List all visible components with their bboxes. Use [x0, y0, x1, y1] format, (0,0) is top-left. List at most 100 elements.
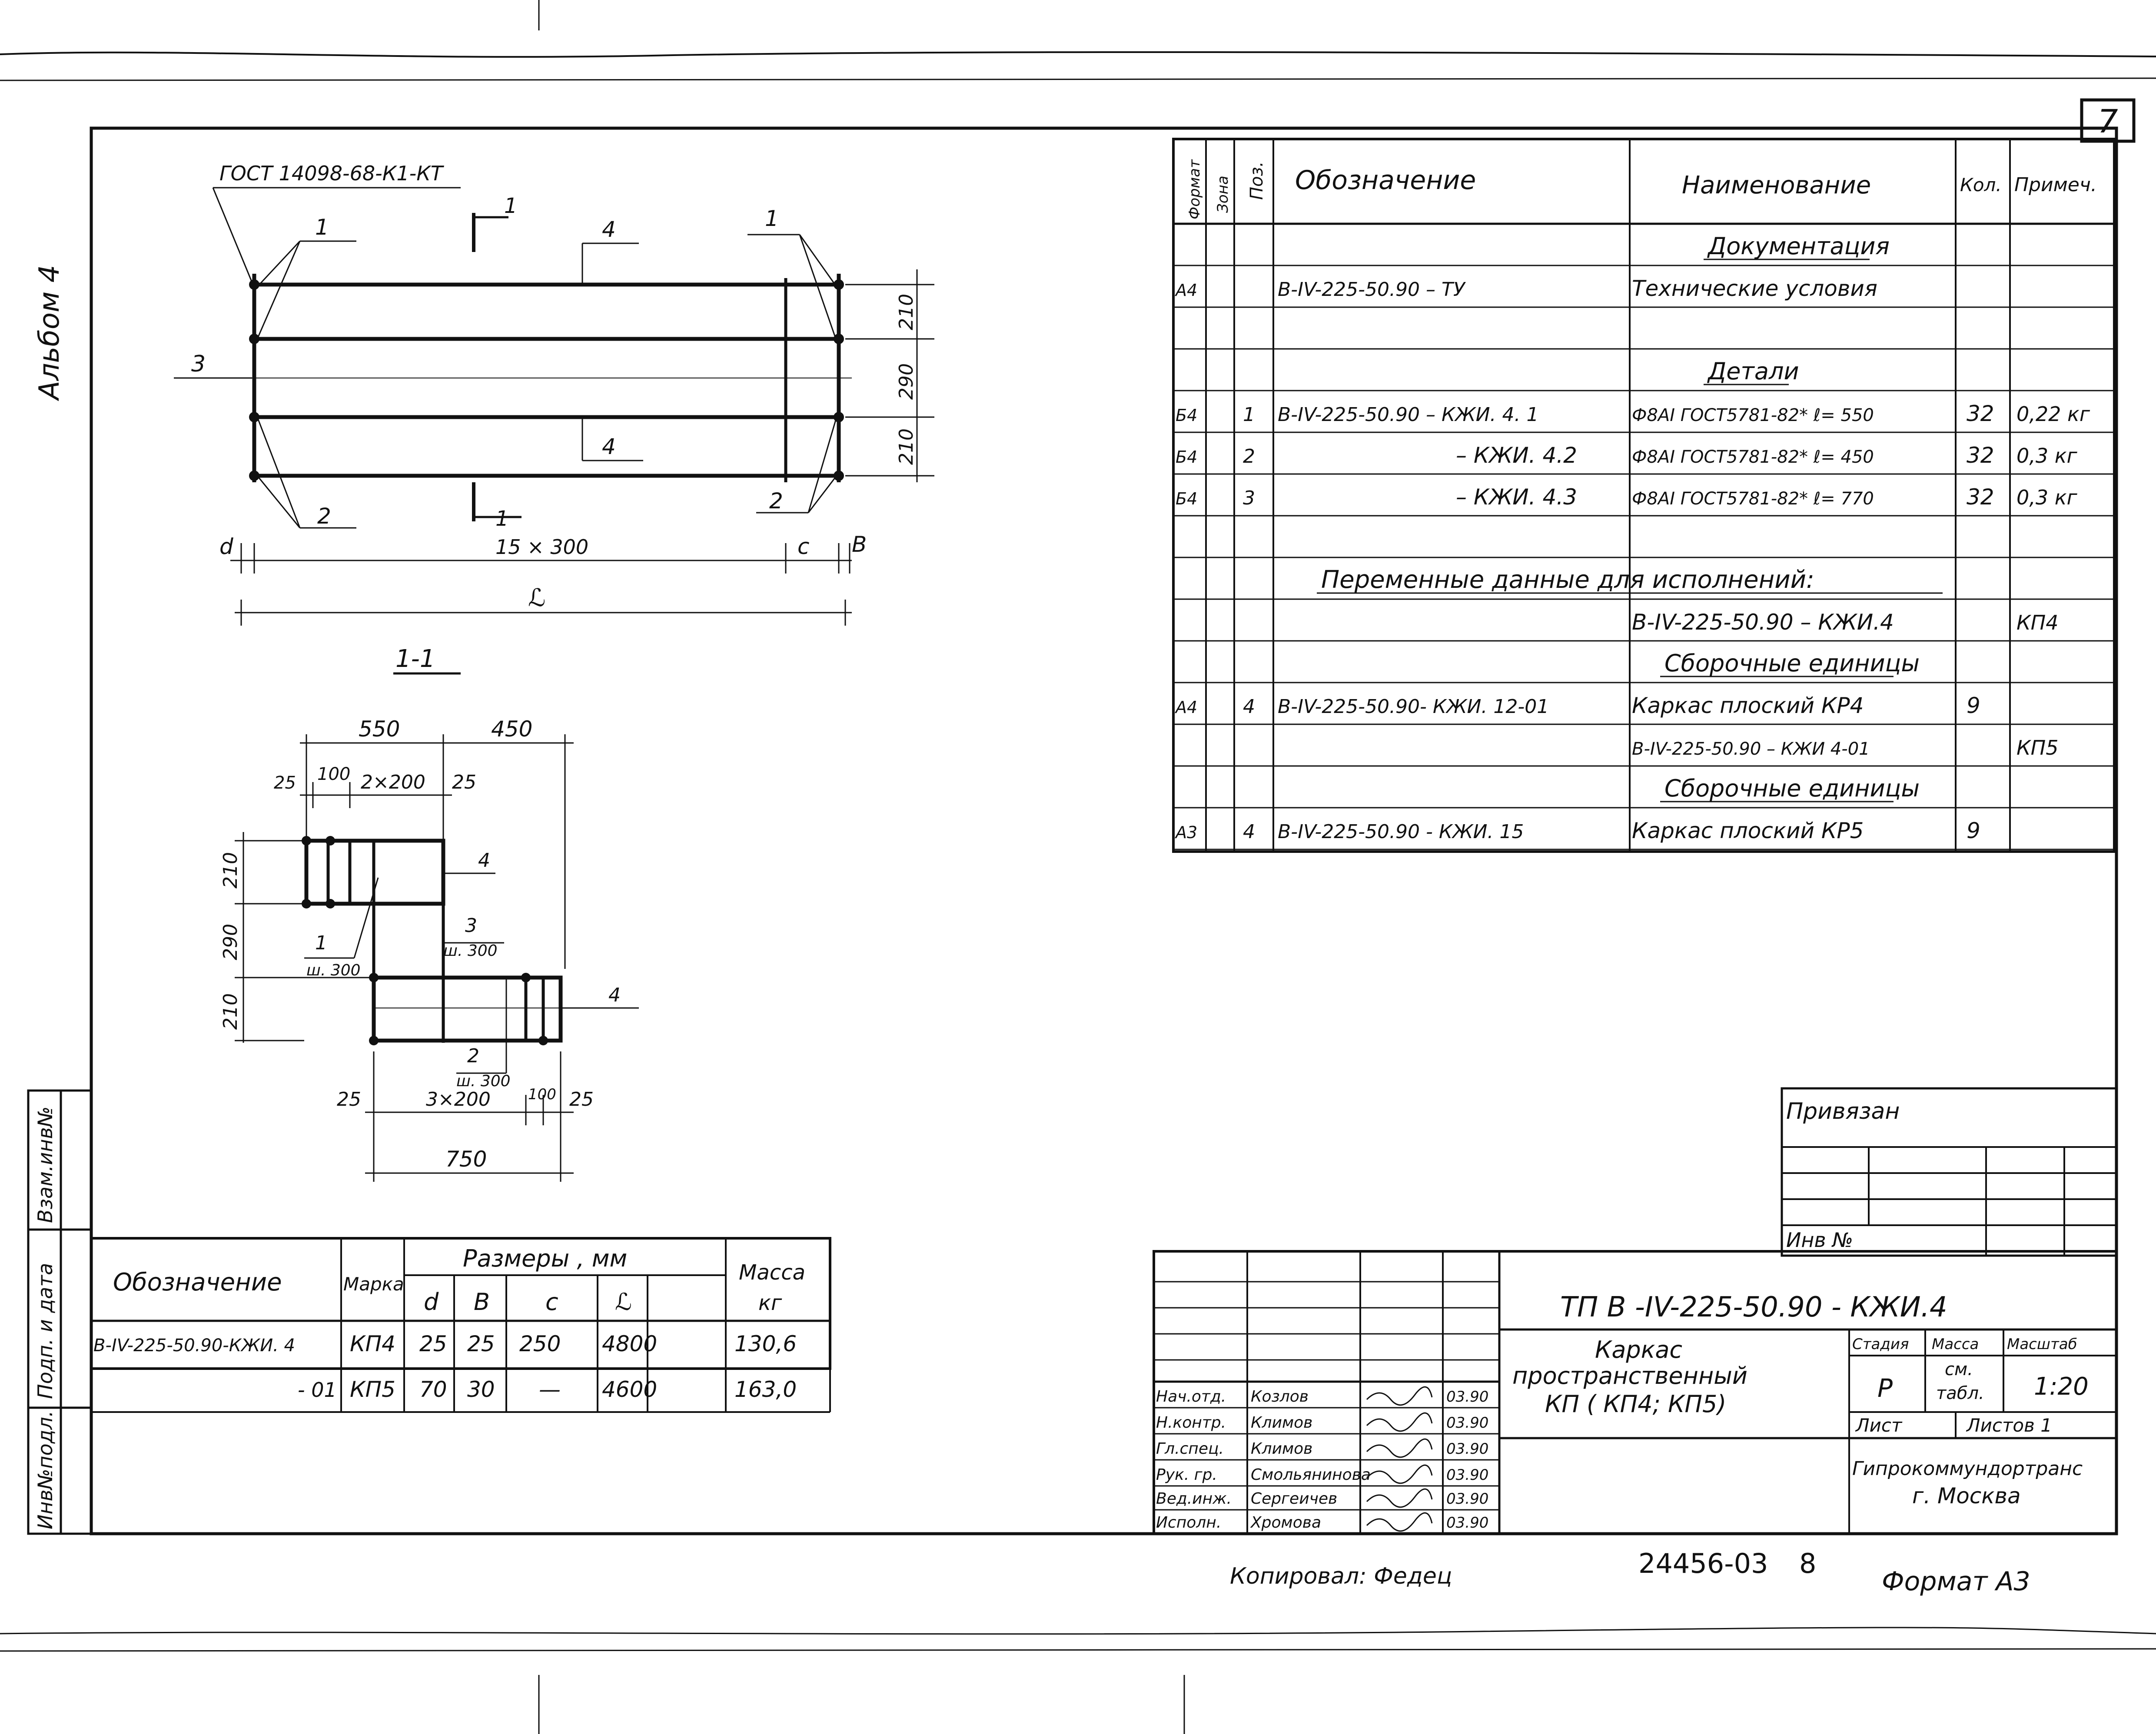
spec-row-qty: 9 [1967, 693, 1980, 718]
size-r2-l: 4600 [602, 1377, 657, 1402]
sect-label-2: 2 [467, 1045, 479, 1067]
tb-person-role: Гл.спец. [1156, 1440, 1224, 1458]
size-r1-l: 4800 [602, 1331, 657, 1356]
footer-copied: Копировал: Федец [1230, 1563, 1452, 1589]
spec-row-pos: 2 [1243, 445, 1255, 467]
stamp-inv-podl: Инв№подл. [33, 1411, 57, 1529]
size-h-des: Обозначение [113, 1268, 282, 1296]
privyazan-inv: Инв № [1786, 1228, 1853, 1252]
tb-massa-label: Масса [1932, 1336, 1979, 1353]
sect-dim-b25a: 25 [337, 1088, 361, 1111]
sect-dim-100: 100 [317, 764, 350, 784]
tb-person-name: Климов [1251, 1414, 1312, 1432]
spec-row-pos: 1 [1243, 404, 1255, 426]
tb-person-date: 03.90 [1446, 1514, 1488, 1532]
tb-person-role: Нач.отд. [1156, 1388, 1226, 1406]
tb-person-role: Н.контр. [1156, 1414, 1226, 1432]
spec-row-name: Технические условия [1632, 276, 1877, 301]
spec-row-note: КП5 [2016, 736, 2059, 759]
spec-h-pos: Поз. [1247, 161, 1267, 200]
tb-massa-1: см. [1945, 1359, 1973, 1379]
section-1-1-drawing: 1-1 550 450 25 100 2×200 25 [219, 645, 639, 1182]
tb-person-name: Смольянинова [1251, 1466, 1371, 1484]
privyazan-title: Привязан [1786, 1098, 1900, 1124]
tb-person-role: Исполн. [1156, 1514, 1221, 1532]
size-r2-d: 70 [419, 1377, 447, 1402]
sect-dim-550: 550 [359, 716, 400, 742]
dim-d: d [219, 534, 233, 559]
spec-row-note: 0,3 кг [2016, 444, 2078, 467]
spec-h-note: Примеч. [2014, 174, 2097, 196]
frame [90, 126, 2118, 1535]
spec-row-format: Б4 [1176, 448, 1197, 467]
spec-h-format: Формат [1186, 159, 1203, 219]
spec-row-heading: Детали [1707, 358, 1799, 385]
spec-row-name: Каркас плоский КР5 [1632, 818, 1864, 843]
footer-sheet-no: 8 [1799, 1548, 1816, 1579]
dim-total-l: ℒ [528, 584, 545, 612]
footer: Копировал: Федец 24456-03 8 Формат А3 [1230, 1548, 2030, 1597]
page-number: 7 [2097, 103, 2118, 140]
spec-row-name: Ф8АI ГОСТ5781-82* ℓ= 770 [1632, 489, 1874, 509]
spec-row-pos: 4 [1243, 696, 1255, 718]
tb-person-date: 03.90 [1446, 1388, 1488, 1406]
tb-person-date: 03.90 [1446, 1490, 1488, 1508]
stamp-vzam-inv: Взам.инв№ [33, 1107, 57, 1223]
spec-row-qty: 32 [1967, 401, 1994, 426]
dim-right-210-top: 210 [895, 294, 917, 330]
sect-dim-2x200: 2×200 [361, 771, 425, 793]
footer-number: 24456-03 [1638, 1548, 1768, 1579]
tb-person-date: 03.90 [1446, 1440, 1488, 1458]
spec-row-note: 0,3 кг [2016, 486, 2078, 509]
size-sub-l: ℒ [615, 1288, 632, 1316]
tb-name-2: пространственный [1512, 1362, 1747, 1389]
tb-masshtab-label: Масштаб [2007, 1336, 2077, 1353]
size-h-mass-unit: кг [758, 1291, 782, 1315]
spec-row-section-heading: Переменные данные для исполнений: [1321, 566, 1814, 594]
tb-person-date: 03.90 [1446, 1414, 1488, 1432]
spec-table: Формат Зона Поз. Обозначение Наименовани… [1172, 138, 2116, 853]
tb-person-name: Сергеичев [1251, 1490, 1337, 1508]
sect-dim-b100: 100 [528, 1086, 556, 1103]
spec-row-designation: В-IV-225-50.90 – КЖИ. 4. 1 [1278, 404, 1538, 426]
size-r2-mass: 163,0 [734, 1377, 797, 1402]
sect-label-4a: 4 [478, 849, 490, 872]
label-bar-2-left: 2 [317, 504, 331, 529]
spec-row-note: 0,22 кг [2016, 402, 2090, 426]
spec-row-qty: 9 [1967, 818, 1980, 843]
spec-h-qty: Кол. [1960, 174, 2002, 196]
gost-note: ГОСТ 14098-68-К1-КТ [219, 162, 445, 185]
tb-stadiya-label: Стадия [1852, 1336, 1909, 1353]
tb-massa-2: табл. [1936, 1383, 1984, 1403]
size-sub-d: d [424, 1288, 439, 1316]
size-r1-b: 25 [467, 1331, 495, 1356]
label-bar-1-right: 1 [765, 206, 779, 231]
sect-dim-450: 450 [491, 716, 532, 742]
sect-label-2-step: ш. 300 [456, 1072, 511, 1090]
size-r2-des: - 01 [298, 1378, 337, 1402]
size-r1-mark: КП4 [350, 1331, 395, 1356]
spec-h-designation: Обозначение [1295, 165, 1476, 196]
spec-row-designation: В-IV-225-50.90 - КЖИ. 15 [1278, 821, 1524, 843]
spec-row-qty: 32 [1967, 484, 1994, 510]
album-label: Альбом 4 [33, 265, 66, 401]
spec-row-format: Б4 [1176, 489, 1197, 508]
cage-plan-drawing: ГОСТ 14098-68-К1-КТ 1 1 2 2 [174, 162, 934, 626]
size-r1-c: 250 [519, 1331, 561, 1356]
spec-row-heading: Сборочные единицы [1664, 650, 1920, 677]
sect-dim-b25b: 25 [569, 1088, 594, 1111]
spec-row-name: Каркас плоский КР4 [1632, 693, 1864, 718]
tb-person-name: Козлов [1251, 1388, 1309, 1406]
tb-masshtab: 1:20 [2034, 1373, 2089, 1401]
sect-label-4b: 4 [608, 984, 621, 1006]
dim-span: 15 × 300 [495, 535, 588, 559]
size-h-mark: Марка [343, 1273, 404, 1295]
footer-format: Формат А3 [1882, 1566, 2030, 1597]
sect-label-1: 1 [315, 932, 327, 954]
sect-dim-25b: 25 [452, 771, 476, 793]
size-r1-des: В-IV-225-50.90-КЖИ. 4 [93, 1336, 295, 1356]
spec-row-name: В-IV-225-50.90 – КЖИ.4 [1632, 610, 1894, 635]
tb-person-date: 03.90 [1446, 1466, 1488, 1484]
